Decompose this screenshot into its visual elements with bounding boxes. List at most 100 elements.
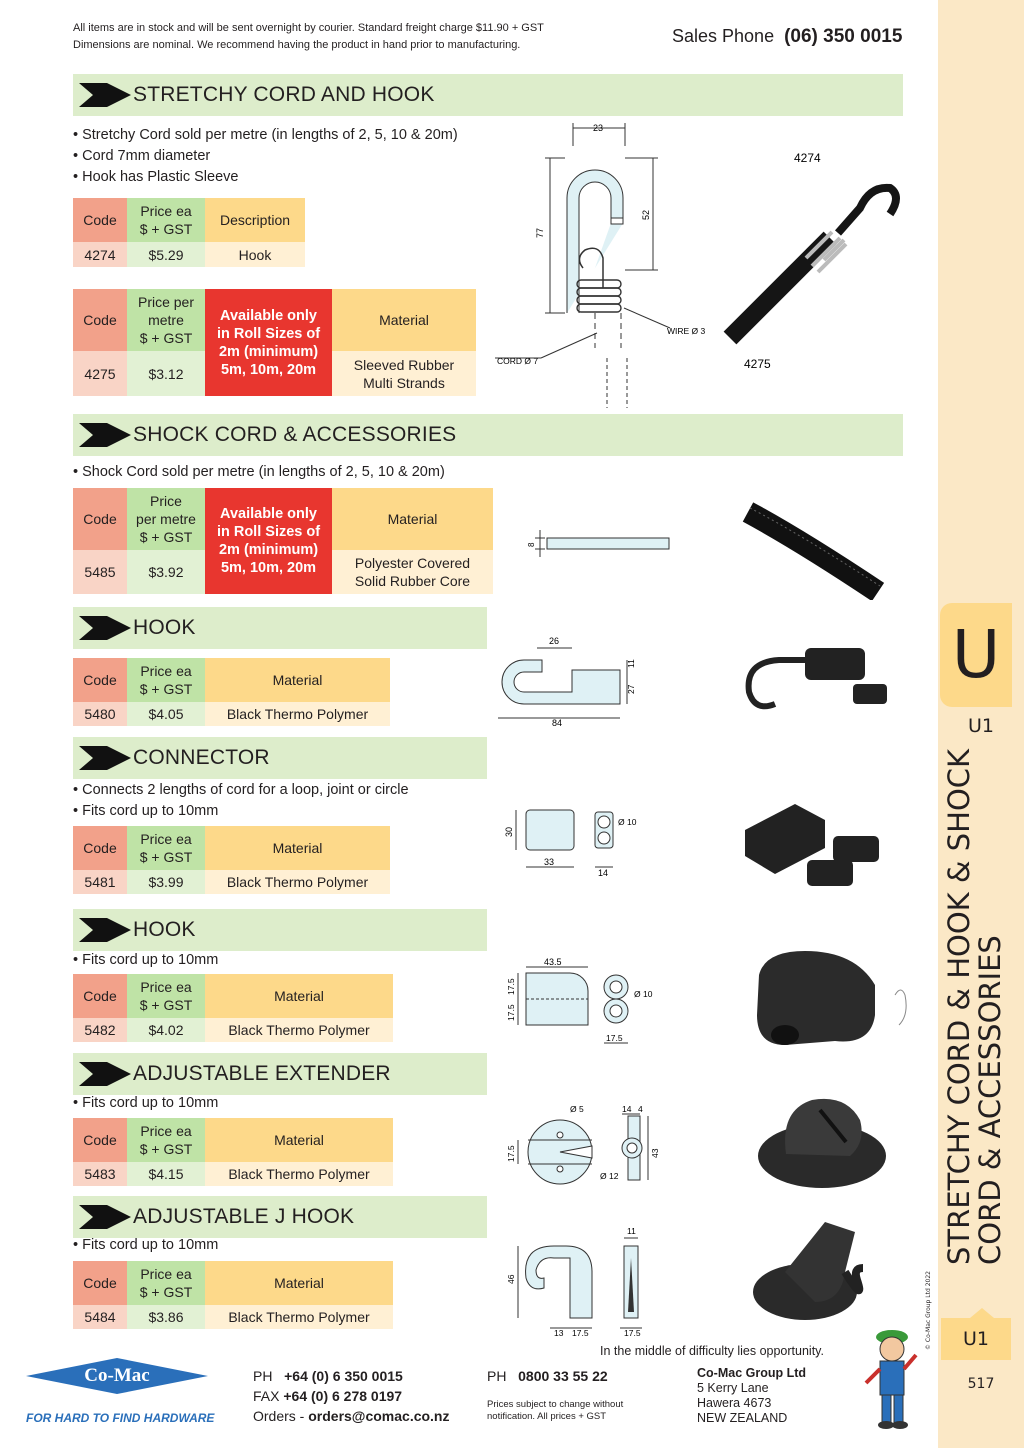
footer-disclaimer: Prices subject to change without notific… [487, 1399, 623, 1423]
cell-price: $4.02 [127, 1018, 205, 1042]
fax-number: +64 (0) 6 278 0197 [283, 1388, 403, 1404]
dim-label: 17.5 [572, 1328, 589, 1338]
header-note-line-1: All items are in stock and will be sent … [73, 22, 544, 34]
dim-label: 8 [527, 542, 536, 547]
freephone-number[interactable]: 0800 33 55 22 [518, 1368, 608, 1384]
col-header-code: Code [73, 1118, 127, 1162]
orders-label: Orders - [253, 1408, 305, 1424]
disclaimer-line: Prices subject to change without [487, 1399, 624, 1410]
price-table-5483: Code Price ea$ + GST Material 5483 $4.15… [73, 1118, 393, 1186]
col-header-code: Code [73, 1261, 127, 1305]
dim-label: 13 [554, 1328, 564, 1338]
col-header-material: Material [205, 658, 390, 702]
dim-label: CORD Ø 7 [497, 356, 538, 366]
hook2-bullets: • Fits cord up to 10mm [73, 950, 218, 971]
dim-label: 14 [598, 868, 608, 878]
footer-freephone: PH 0800 33 55 22 [487, 1366, 608, 1386]
section-header-stretchy: STRETCHY CORD AND HOOK [73, 74, 903, 116]
dim-label: Ø 5 [570, 1104, 584, 1114]
dim-label: Ø 12 [600, 1171, 619, 1181]
dim-label: 17.5 [506, 978, 516, 995]
section-title: HOOK [133, 918, 196, 941]
extender-photo [758, 1098, 886, 1188]
hook-5480-photo [745, 648, 887, 710]
ph-label: PH [253, 1368, 273, 1384]
col-header-price: Price ea$ + GST [127, 826, 205, 870]
cell-material: Black Thermo Polymer [205, 870, 390, 894]
stretchy-cord-hook-photo: 4274 4275 [723, 151, 900, 371]
shock-cord-photo [742, 502, 885, 600]
cell-price: $4.15 [127, 1162, 205, 1186]
hook-technical-drawing: 23 77 52 WIRE Ø 3 CORD Ø 7 [495, 123, 706, 408]
col-header-price: Price ea$ + GST [127, 198, 205, 242]
dim-label: 17.5 [506, 1004, 516, 1021]
cell-code: 5483 [73, 1162, 127, 1186]
connector-bullets: • Connects 2 lengths of cord for a loop,… [73, 780, 409, 822]
sidebar-band [938, 0, 1024, 1448]
price-table-5484: Code Price ea$ + GST Material 5484 $3.86… [73, 1261, 393, 1329]
section-title: ADJUSTABLE J HOOK [133, 1205, 355, 1228]
price-table-5482: Code Price ea$ + GST Material 5482 $4.02… [73, 974, 393, 1042]
cell-code: 5485 [73, 550, 127, 594]
arrow-icon [79, 1205, 131, 1229]
dim-label: 84 [552, 718, 562, 728]
bullet-item: • Cord 7mm diameter [73, 148, 211, 164]
bullet-item: • Shock Cord sold per metre (in lengths … [73, 464, 445, 480]
bullet-item: • Fits cord up to 10mm [73, 803, 219, 819]
section-tab-u: U [940, 603, 1012, 707]
shock-cord-drawing: 8 [527, 530, 670, 557]
dim-label: 23 [593, 123, 603, 133]
mascot-illustration [864, 1330, 918, 1429]
cell-price: $5.29 [127, 242, 205, 267]
sales-label: Sales Phone [672, 26, 775, 46]
dim-label: 30 [504, 827, 514, 837]
section-header-jhook: ADJUSTABLE J HOOK [73, 1196, 487, 1238]
footer-address: Co-Mac Group Ltd 5 Kerry Lane Hawera 467… [697, 1366, 806, 1426]
col-header-description: Description [205, 198, 305, 242]
col-header-material: Material [205, 1118, 393, 1162]
disclaimer-line: notification. All prices + GST [487, 1411, 607, 1422]
logo-tagline: FOR HARD TO FIND HARDWARE [26, 1411, 215, 1425]
orders-email-link[interactable]: orders@comac.co.nz [308, 1408, 450, 1424]
price-table-5481: Code Price ea$ + GST Material 5481 $3.99… [73, 826, 390, 894]
cell-material: Black Thermo Polymer [205, 1305, 393, 1329]
stretchy-bullets: • Stretchy Cord sold per metre (in lengt… [73, 125, 458, 188]
cell-code: 4274 [73, 242, 127, 267]
dim-label: 4 [638, 1104, 643, 1114]
sales-phone-number[interactable]: (06) 350 0015 [784, 26, 903, 47]
bullet-item: • Fits cord up to 10mm [73, 1237, 219, 1253]
section-title: ADJUSTABLE EXTENDER [133, 1062, 391, 1085]
dim-label: 77 [535, 228, 545, 238]
comac-logo: Co-Mac [26, 1358, 208, 1394]
bullet-item: • Fits cord up to 10mm [73, 1095, 219, 1111]
arrow-icon [79, 746, 131, 770]
cell-code: 4275 [73, 351, 127, 396]
jhook-drawing: 46 13 17.5 11 17.5 [506, 1226, 642, 1338]
header-note: All items are in stock and will be sent … [73, 20, 544, 54]
hook-5482-drawing: 43.5 17.5 17.5 Ø 10 17.5 [506, 957, 653, 1044]
arrow-icon [79, 423, 131, 447]
price-table-4274: Code Price ea$ + GST Description 4274 $5… [73, 198, 305, 267]
section-header-connector: CONNECTOR [73, 737, 487, 779]
phone-number[interactable]: +64 (0) 6 350 0015 [284, 1368, 403, 1384]
dim-label: 14 [622, 1104, 632, 1114]
sidebar-title-line-1: STRETCHY CORD & HOOK & SHOCK [942, 748, 976, 1265]
logo-text: Co-Mac [84, 1365, 149, 1386]
col-header-code: Code [73, 826, 127, 870]
cell-material: Black Thermo Polymer [205, 702, 390, 726]
section-title: HOOK [133, 616, 196, 639]
page-number: 517 [967, 1376, 995, 1392]
col-header-material: Material [205, 974, 393, 1018]
arrow-icon [79, 616, 131, 640]
address-line: Hawera 4673 [697, 1396, 772, 1410]
dim-label: 27 [626, 684, 636, 694]
col-header-code: Code [73, 974, 127, 1018]
col-header-material: Material [205, 1261, 393, 1305]
section-header-hook-5480: HOOK [73, 607, 487, 649]
section-header-hook-5482: HOOK [73, 909, 487, 951]
